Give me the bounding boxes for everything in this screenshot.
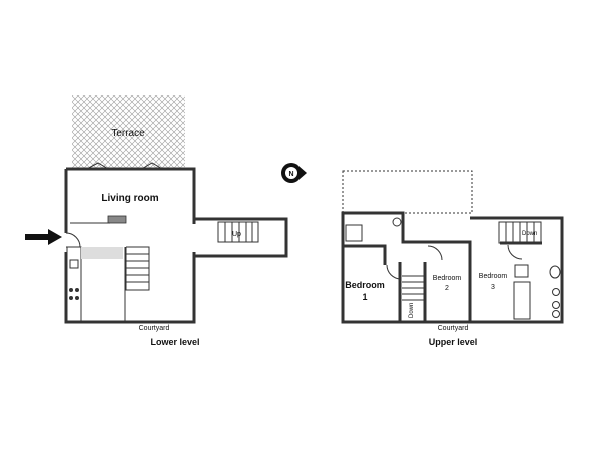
lower-walls (64, 167, 196, 324)
stairs-up-label: Up (232, 231, 241, 238)
upper-walls-left (341, 211, 472, 324)
entry-door (65, 232, 81, 248)
bedroom3-number: 3 (491, 284, 495, 291)
compass-icon: N (281, 163, 307, 183)
lower-courtyard-label: Courtyard (139, 325, 170, 332)
upper-courtyard-label: Courtyard (438, 325, 469, 332)
sink (69, 259, 79, 269)
bedroom-stairs (402, 275, 425, 301)
bathtub (513, 281, 531, 320)
stair-extension (194, 217, 288, 258)
spiral-stair (345, 224, 363, 242)
toilet-icon (549, 265, 561, 279)
terrace-area (72, 95, 185, 169)
fireplace (107, 215, 127, 224)
stairs-down-right-label: Down (522, 231, 537, 237)
lower-level-plan: Terrace Living room Up Courtyard Lower l… (25, 95, 288, 347)
bedroom3-label: Bedroom (479, 273, 508, 280)
sink-upper (514, 264, 529, 278)
stove-icon (69, 288, 73, 292)
svg-text:N: N (288, 171, 293, 178)
bedroom1-label: Bedroom (345, 280, 385, 290)
bedroom1-number: 1 (362, 292, 367, 302)
right-stairs (498, 221, 542, 244)
bedroom2-label: Bedroom (433, 275, 462, 282)
living-room-label: Living room (101, 193, 158, 204)
stairs-down-left-label: Down (409, 303, 415, 318)
lower-level-title: Lower level (150, 337, 199, 347)
upper-stairs-box (217, 221, 259, 243)
inner-stairs (125, 246, 150, 291)
kitchen-counter (66, 246, 82, 322)
open-void (342, 170, 473, 214)
entry-arrow-icon (25, 229, 62, 245)
bedroom2-number: 2 (445, 285, 449, 292)
upper-level-plan: Down Down Bedroom 1 Bedroom 2 Bedroom 3 … (341, 170, 564, 347)
upper-level-title: Upper level (429, 337, 478, 347)
upper-walls-right (470, 216, 564, 324)
terrace-label: Terrace (111, 128, 145, 139)
